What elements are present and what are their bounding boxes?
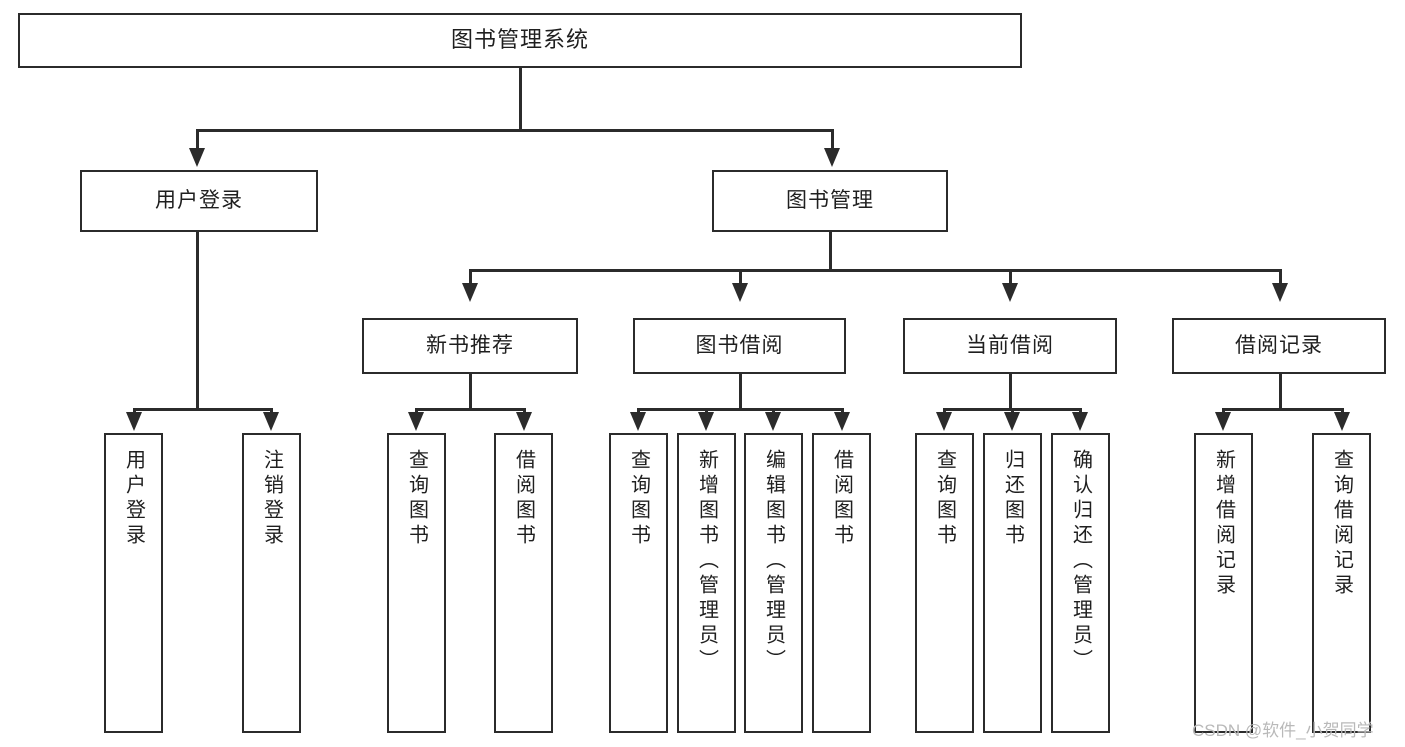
node-label: 新书推荐 [426,334,514,358]
connector-new-book-drop-2 [523,408,526,414]
connector-user-login-stem [196,232,199,410]
arrowhead-leaf-add-book [698,412,714,431]
arrowhead-new-book-rec [462,283,478,302]
connector-borrow-record-drop-1 [1222,408,1225,414]
node-label: 注销登录 [260,449,283,549]
node-label: 查询图书 [627,449,650,549]
connector-book-borrow-drop-4 [841,408,844,414]
arrowhead-leaf-query-book-1 [408,412,424,431]
node-label: 图书借阅 [695,334,784,358]
connector-root-stem [519,68,522,131]
arrowhead-leaf-query-record [1334,412,1350,431]
node-user-login[interactable]: 用户登录 [80,170,318,232]
node-label: 图书管理 [786,189,874,213]
connector-book-borrow-drop-1 [637,408,640,414]
connector-book-manage-stem [829,232,832,271]
connector-borrow-record-drop-2 [1341,408,1344,414]
node-new-book-recommend[interactable]: 新书推荐 [362,318,578,374]
connector-new-book-bus [415,408,525,411]
node-label: 新增借阅记录 [1212,449,1235,599]
arrowhead-leaf-borrow-book-2 [834,412,850,431]
node-label: 查询图书 [405,449,428,549]
arrowhead-current-borrow [1002,283,1018,302]
node-label: 编辑图书（管理员） [762,449,785,674]
csdn-watermark: CSDN @软件_小贺同学 [1192,721,1374,740]
arrowhead-leaf-query-book-2 [630,412,646,431]
leaf-user-login[interactable]: 用户登录 [104,433,163,733]
arrowhead-leaf-borrow-book-1 [516,412,532,431]
node-label: 确认归还（管理员） [1069,449,1092,674]
connector-book-borrow-drop-2 [705,408,708,414]
node-book-manage[interactable]: 图书管理 [712,170,948,232]
leaf-query-book-borrow[interactable]: 查询图书 [609,433,668,733]
leaf-query-book-newbook[interactable]: 查询图书 [387,433,446,733]
leaf-query-borrow-record[interactable]: 查询借阅记录 [1312,433,1371,733]
node-current-borrow[interactable]: 当前借阅 [903,318,1117,374]
leaf-add-book-admin[interactable]: 新增图书（管理员） [677,433,736,733]
connector-current-borrow-drop-3 [1079,408,1082,414]
node-label: 用户登录 [122,449,145,549]
connector-book-borrow-drop-3 [772,408,775,414]
node-label: 查询图书 [933,449,956,549]
connector-to-user-login [196,129,199,150]
connector-current-borrow-drop-2 [1011,408,1014,414]
leaf-return-book[interactable]: 归还图书 [983,433,1042,733]
node-label: 归还图书 [1001,449,1024,549]
arrowhead-book-manage [824,148,840,167]
node-book-borrow[interactable]: 图书借阅 [633,318,846,374]
connector-borrow-record-stem [1279,374,1282,410]
arrowhead-user-login [189,148,205,167]
node-borrow-record[interactable]: 借阅记录 [1172,318,1386,374]
connector-new-book-stem [469,374,472,410]
connector-level3-drop-2 [739,269,742,285]
node-label: 图书管理系统 [450,27,589,53]
leaf-edit-book-admin[interactable]: 编辑图书（管理员） [744,433,803,733]
connector-new-book-drop-1 [415,408,418,414]
leaf-query-book-current[interactable]: 查询图书 [915,433,974,733]
connector-current-borrow-stem [1009,374,1012,410]
leaf-borrow-book-newbook[interactable]: 借阅图书 [494,433,553,733]
connector-book-borrow-stem [739,374,742,410]
arrowhead-leaf-logout [263,412,279,431]
leaf-logout[interactable]: 注销登录 [242,433,301,733]
connector-level3-drop-3 [1009,269,1012,285]
leaf-confirm-return-admin[interactable]: 确认归还（管理员） [1051,433,1110,733]
connector-level2-bus [196,129,833,132]
node-label: 借阅图书 [830,449,853,549]
connector-user-login-drop-1 [133,408,136,414]
arrowhead-book-borrow [732,283,748,302]
arrowhead-leaf-edit-book [765,412,781,431]
node-root-system[interactable]: 图书管理系统 [18,13,1022,68]
node-label: 用户登录 [155,189,243,213]
node-label: 当前借阅 [966,334,1054,358]
arrowhead-borrow-record [1272,283,1288,302]
arrowhead-leaf-user-login [126,412,142,431]
node-label: 借阅图书 [512,449,535,549]
connector-to-book-manage [831,129,834,150]
node-label: 查询借阅记录 [1330,449,1353,599]
node-label: 新增图书（管理员） [695,449,718,674]
connector-book-borrow-bus [637,408,843,411]
connector-level3-drop-4 [1279,269,1282,285]
connector-current-borrow-drop-1 [943,408,946,414]
leaf-borrow-book-borrow[interactable]: 借阅图书 [812,433,871,733]
arrowhead-leaf-add-record [1215,412,1231,431]
connector-user-login-drop-2 [270,408,273,414]
leaf-add-borrow-record[interactable]: 新增借阅记录 [1194,433,1253,733]
connector-level3-drop-1 [469,269,472,285]
connector-borrow-record-bus [1222,408,1343,411]
node-label: 借阅记录 [1235,334,1323,358]
connector-user-login-bus [133,408,272,411]
connector-level3-bus [469,269,1281,272]
arrowhead-leaf-confirm-return [1072,412,1088,431]
arrowhead-leaf-query-book-3 [936,412,952,431]
arrowhead-leaf-return-book [1004,412,1020,431]
